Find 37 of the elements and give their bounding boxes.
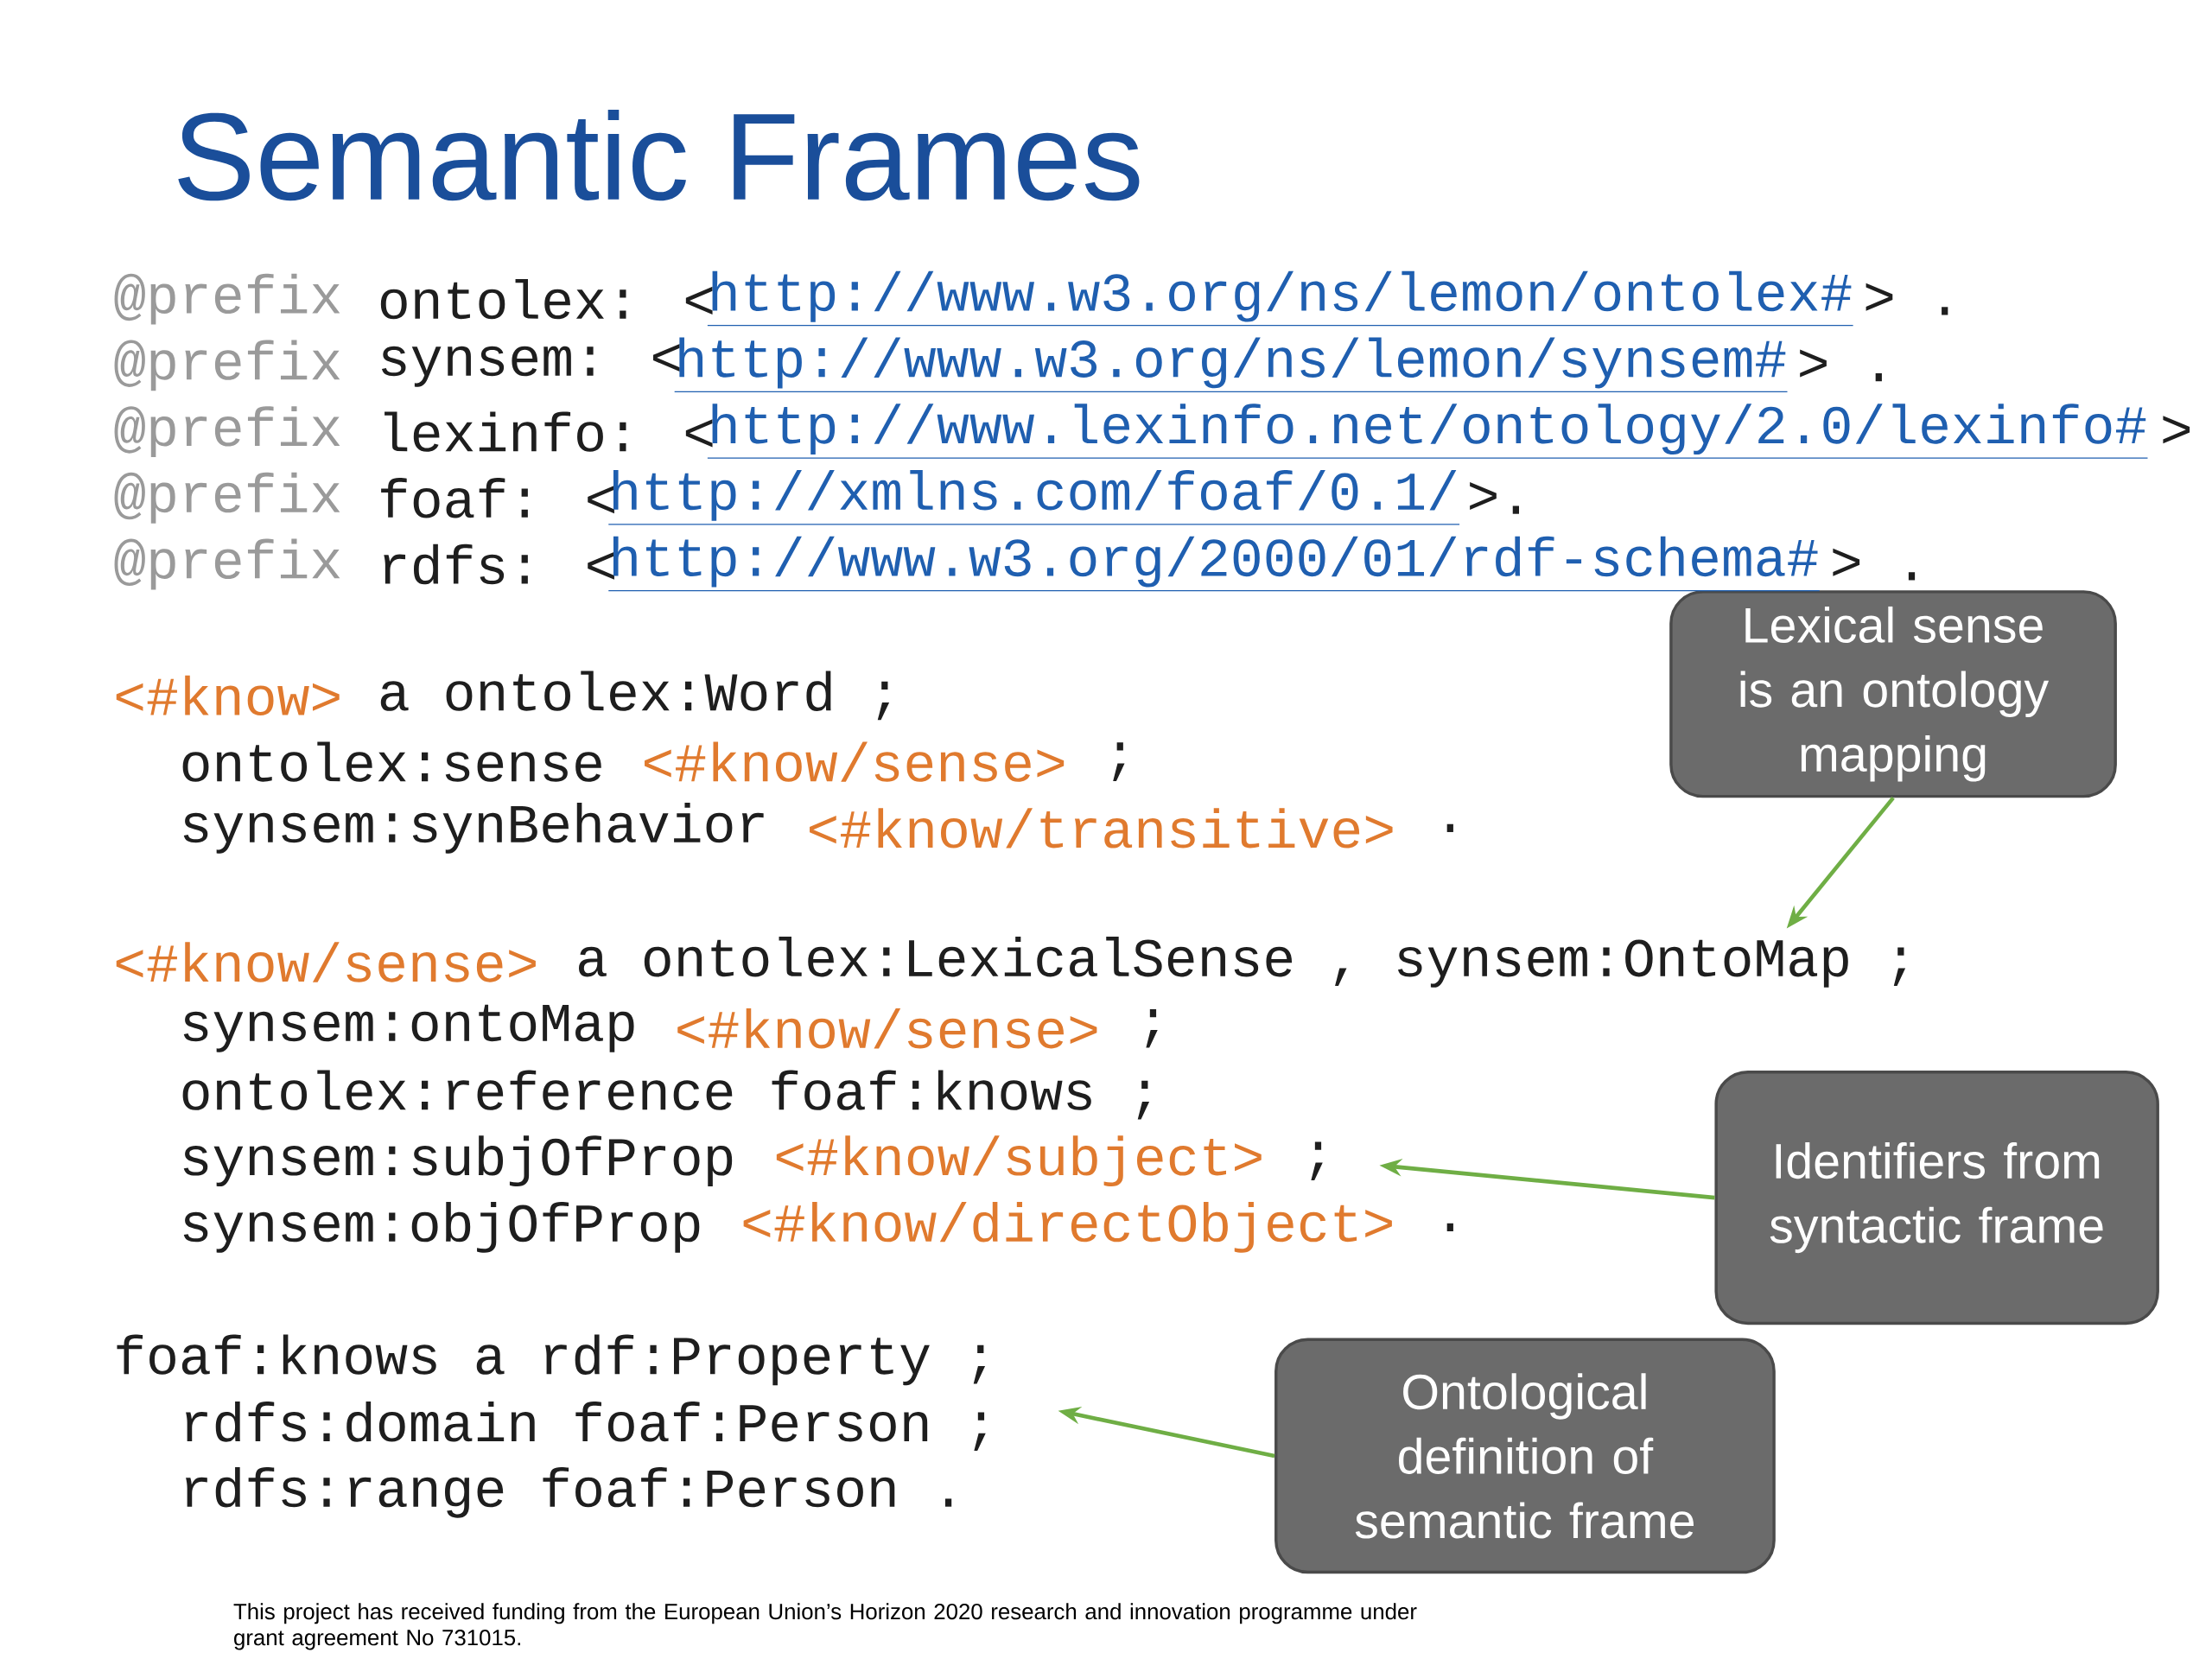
- code-text: ;: [1311, 1141, 1323, 1180]
- code-text: ontolex:reference foaf:knows ;: [182, 1070, 1150, 1120]
- code-iri: <#know/sense>: [677, 1008, 1097, 1049]
- code-text: rdfs:domain foaf:Person ;: [186, 1402, 986, 1452]
- code-text: ;: [1146, 1008, 1158, 1048]
- code-text: >: [2163, 416, 2190, 444]
- slide-title: Semantic Frames: [178, 109, 1140, 201]
- code-iri: <#know/directObject>: [743, 1201, 1392, 1253]
- code-text: > .: [1866, 283, 1948, 315]
- code-keyword: @prefix: [114, 472, 340, 524]
- code-iri: <#know/sense>: [645, 741, 1065, 782]
- code-text: a ontolex:LexicalSense , synsem:OntoMap ;: [579, 937, 1906, 988]
- callout-box: Lexical sense is an ontology mapping: [1669, 590, 2117, 798]
- code-iri: <#know/transitive>: [810, 808, 1393, 849]
- code-iri: <#know/sense>: [116, 942, 536, 982]
- code-text: ;: [1113, 742, 1125, 781]
- callout-box: Identifiers from syntactic frame: [1714, 1071, 2159, 1325]
- funding-note: This project has received funding from the European Union’s Horizon 2020 research and innovation programme under grant agreement No 731015.: [233, 1603, 1417, 1650]
- code-text: synsem:subjOfProp: [183, 1135, 733, 1187]
- code-keyword: @prefix: [114, 273, 340, 325]
- code-text: synsem:ontoMap: [183, 1004, 634, 1052]
- code-text: ontolex:sense: [182, 741, 601, 782]
- code-iri: <#know>: [116, 675, 340, 716]
- code-text: >.: [1470, 481, 1519, 514]
- code-text: > .: [1800, 349, 1882, 382]
- code-text: synsem:objOfProp: [183, 1201, 700, 1253]
- code-text: a ontolex:Word ;: [380, 671, 890, 721]
- code-text: foaf:knows a rdf:Property ;: [117, 1334, 986, 1386]
- code-text: synsem:synBehavior: [183, 802, 764, 854]
- code-text: .: [1446, 823, 1453, 832]
- code-iri: <#know/subject>: [776, 1135, 1262, 1187]
- callout-box: Ontological definition of semantic frame: [1274, 1338, 1776, 1574]
- code-keyword: @prefix: [114, 538, 340, 590]
- code-keyword: @prefix: [114, 406, 340, 457]
- code-keyword: @prefix: [114, 340, 340, 391]
- code-text: .: [1446, 1223, 1453, 1231]
- code-text: rdfs:range foaf:Person .: [186, 1466, 952, 1518]
